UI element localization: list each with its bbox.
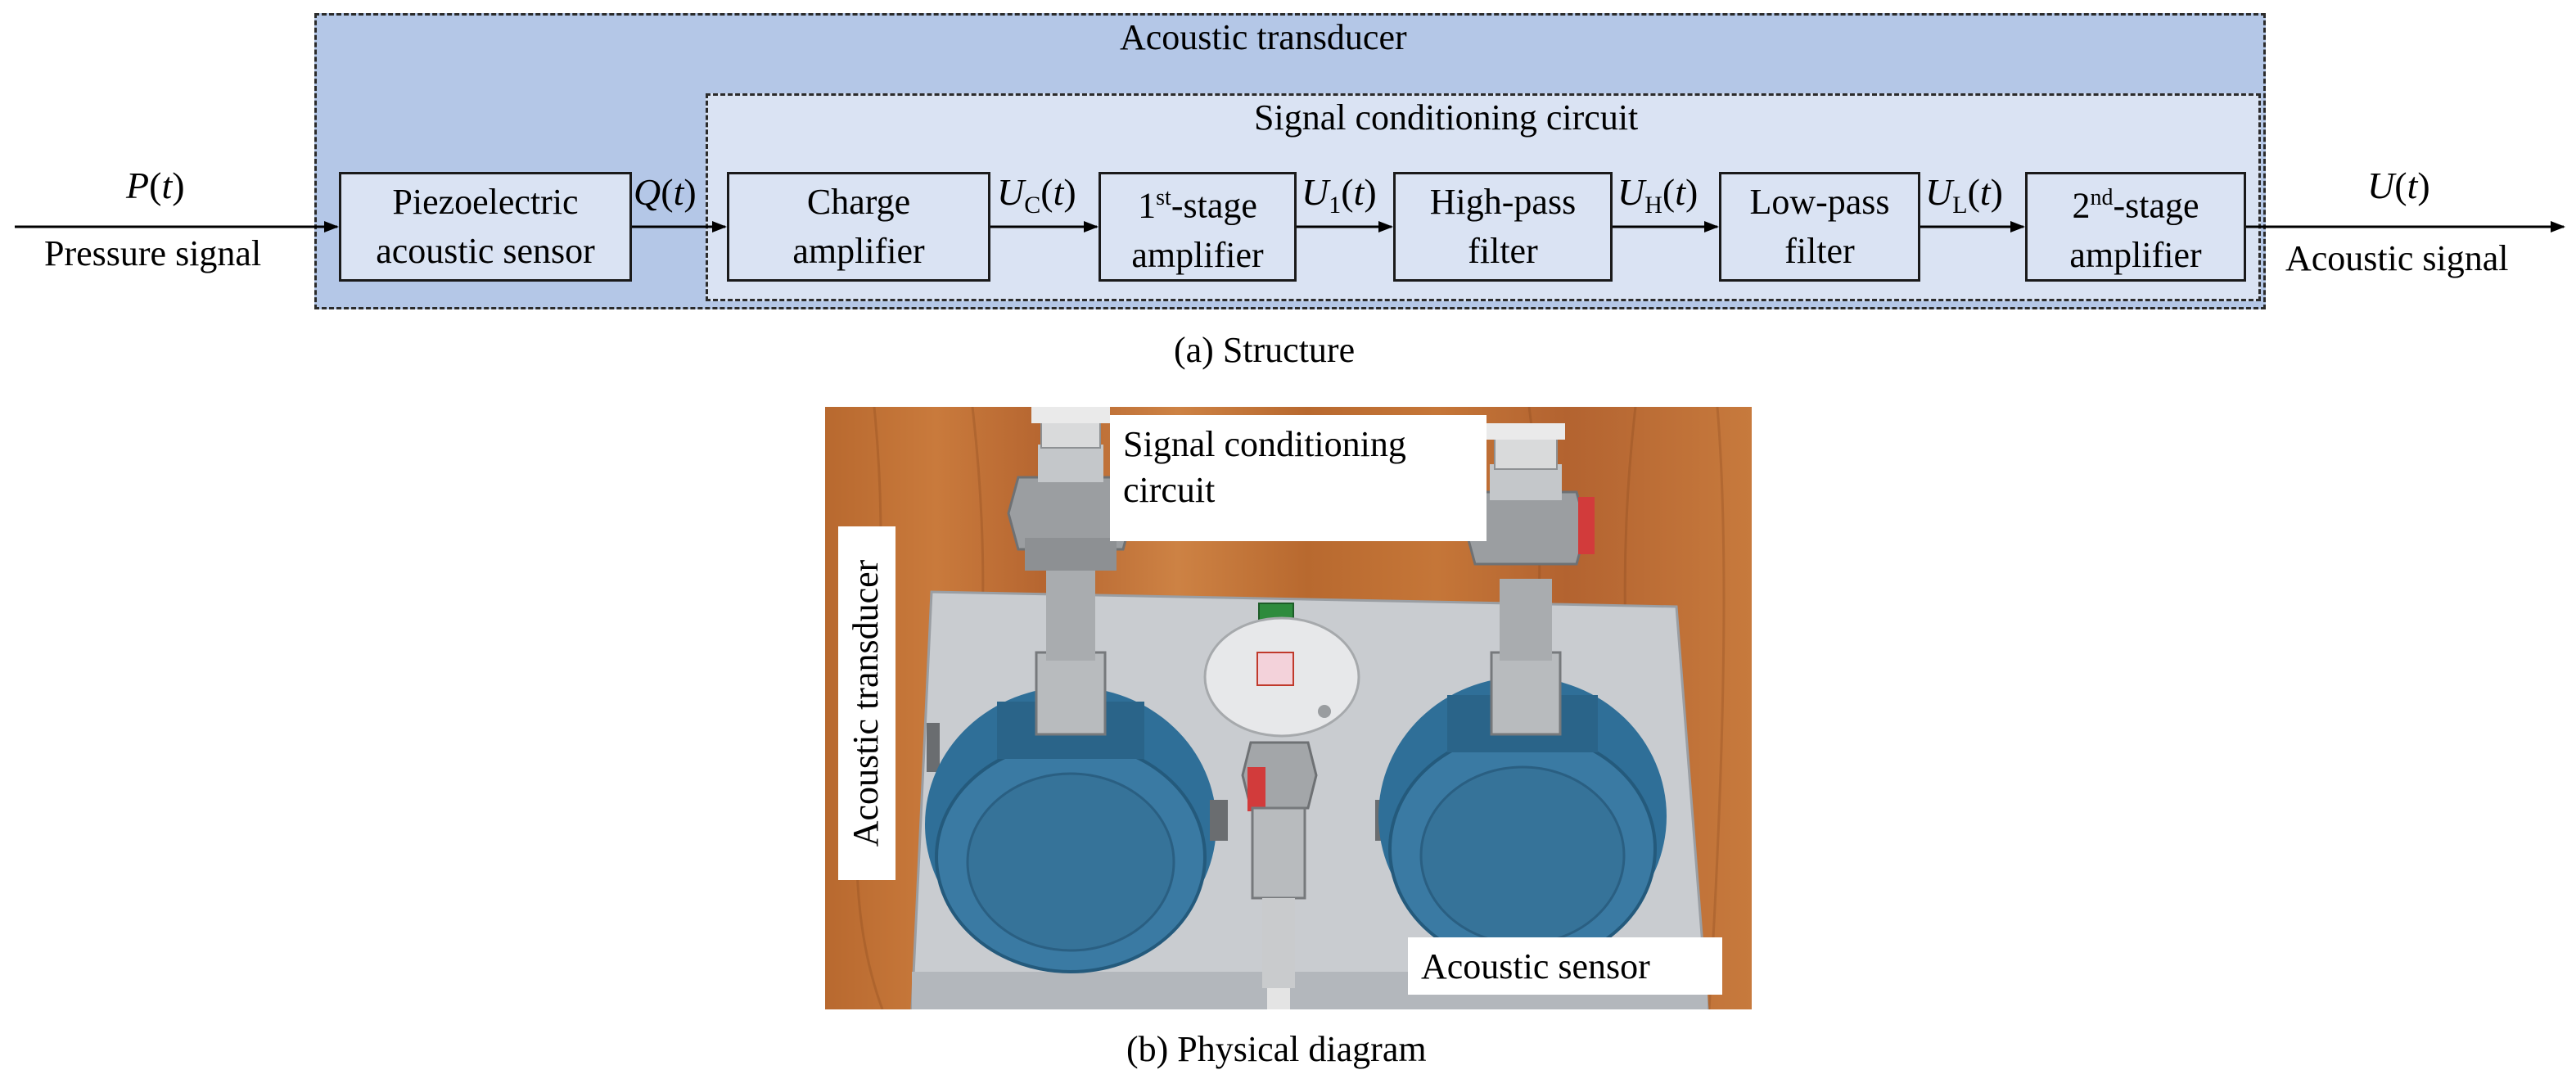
block-charge-amplifier: Charge amplifier xyxy=(727,172,990,282)
block-low-pass-filter: Low-pass filter xyxy=(1719,172,1920,282)
block-label-line1: Low-pass xyxy=(1749,182,1890,222)
block-label-line1: 1st-stage xyxy=(1138,185,1257,226)
signal-q-t: Q(t) xyxy=(634,171,697,213)
signal-uc-t: UC(t) xyxy=(997,171,1076,219)
label-signal-conditioning-circuit: Signal conditioning circuit xyxy=(1110,415,1487,541)
block-label-line1: Piezoelectric xyxy=(392,182,579,222)
label-transducer-text: Acoustic transducer xyxy=(846,559,886,847)
label-line1: Signal conditioning xyxy=(1123,424,1406,464)
signal-conditioning-title: Signal conditioning circuit xyxy=(1254,97,1639,138)
physical-photo: Signal conditioning circuit Acoustic tra… xyxy=(825,407,1752,1009)
circuit-enclosure xyxy=(1203,603,1360,738)
block-2nd-stage-amplifier: 2nd-stage amplifier xyxy=(2025,172,2246,282)
left-fitting xyxy=(1007,407,1135,736)
signal-uh-t: UH(t) xyxy=(1617,171,1699,219)
block-label-line2: amplifier xyxy=(2069,234,2202,275)
photo-illustration xyxy=(855,407,1726,1009)
block-high-pass-filter: High-pass filter xyxy=(1393,172,1613,282)
signal-p-t: P(t) xyxy=(126,165,185,206)
block-label-line1: High-pass xyxy=(1429,182,1577,222)
block-label-line1: Charge xyxy=(806,182,911,222)
caption-physical-diagram: (b) Physical diagram xyxy=(1126,1029,1427,1069)
block-label-line2: amplifier xyxy=(792,231,925,271)
label-line2: circuit xyxy=(1123,470,1216,510)
label-acoustic-sensor: Acoustic sensor xyxy=(1408,937,1722,995)
block-label-line2: filter xyxy=(1468,231,1538,271)
block-1st-stage-amplifier: 1st-stage amplifier xyxy=(1099,172,1297,282)
block-label-line2: amplifier xyxy=(1131,234,1264,275)
caption-structure: (a) Structure xyxy=(1174,330,1356,370)
signal-ul-t: UL(t) xyxy=(1925,171,2003,219)
signal-u-t: U(t) xyxy=(2367,165,2430,206)
block-label-line1: 2nd-stage xyxy=(2072,185,2199,226)
acoustic-transducer-title: Acoustic transducer xyxy=(1120,17,1407,57)
label-acoustic-transducer: Acoustic transducer xyxy=(838,526,896,880)
right-fitting xyxy=(1464,423,1595,736)
block-piezoelectric-sensor: Piezoelectric acoustic sensor xyxy=(339,172,632,282)
signal-u1-t: U1(t) xyxy=(1302,171,1377,219)
pressure-signal-label: Pressure signal xyxy=(44,233,262,273)
center-acoustic-sensor xyxy=(1241,741,1318,1009)
block-label-line2: acoustic sensor xyxy=(376,231,595,271)
block-label-line2: filter xyxy=(1784,231,1855,271)
right-transducer-housing xyxy=(1375,677,1667,967)
acoustic-signal-label: Acoustic signal xyxy=(2285,238,2509,278)
